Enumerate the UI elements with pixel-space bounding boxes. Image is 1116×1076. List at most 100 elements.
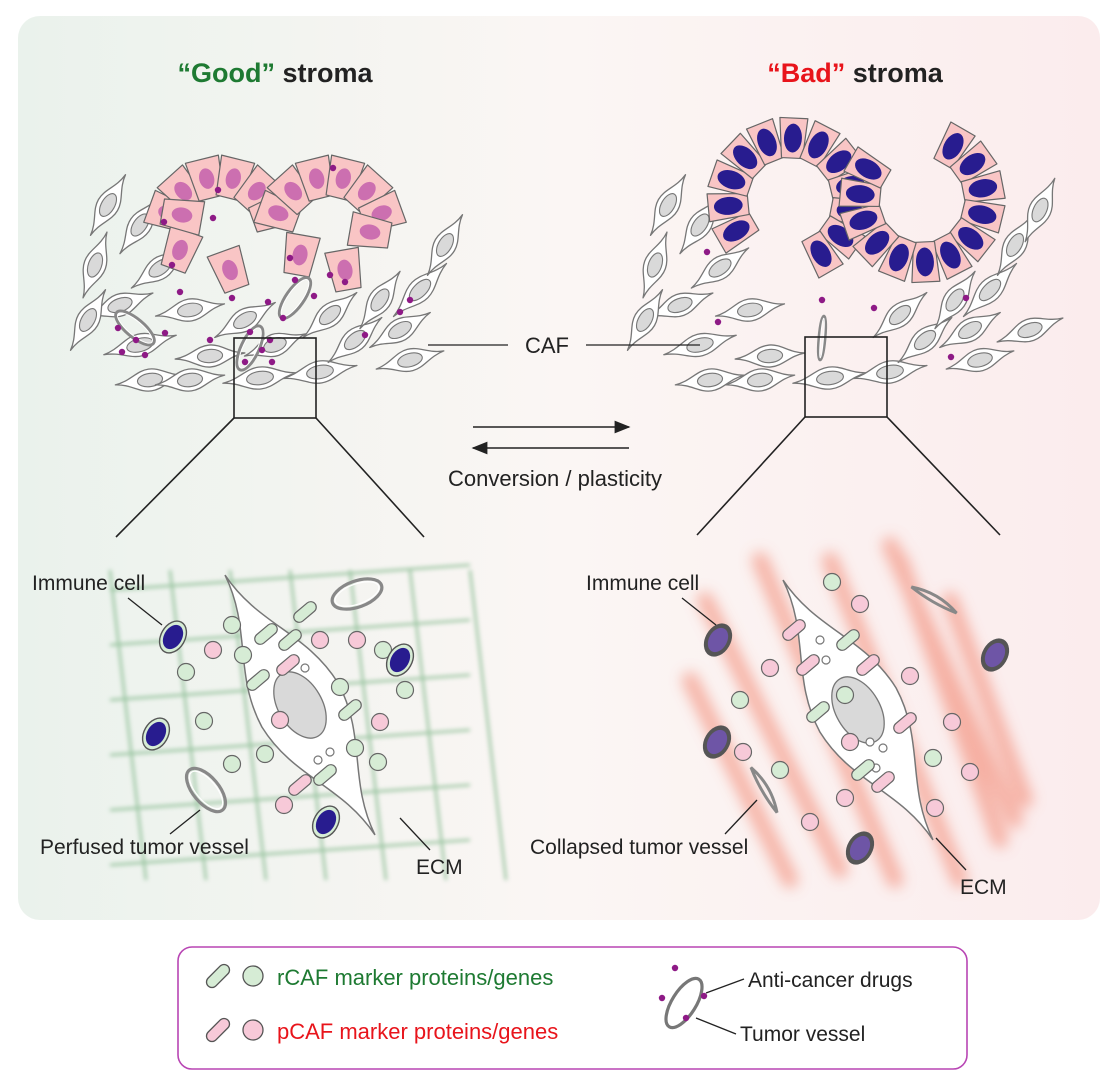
caf-nucleus <box>690 213 710 237</box>
immune-cell-label-left: Immune cell <box>32 572 145 595</box>
drug-dot <box>214 186 222 194</box>
tumor-cell <box>931 231 973 280</box>
vesicle <box>878 743 888 753</box>
zoom-line-left-b <box>315 417 425 538</box>
pcaf-rod <box>782 619 806 641</box>
drug-dot <box>291 276 299 284</box>
immune-cell-nucleus <box>706 729 728 755</box>
tumor-nucleus <box>172 239 188 261</box>
tumor-cell <box>801 230 844 279</box>
rcaf-dot <box>255 744 275 764</box>
caf-cell <box>222 366 298 390</box>
tumor-nucleus <box>958 226 984 250</box>
immune-cell-nucleus <box>849 835 871 861</box>
drug-dot <box>406 296 414 304</box>
caf-cell <box>375 347 445 373</box>
tumor-cell <box>346 211 393 249</box>
immune-cell <box>141 717 171 751</box>
pcaf-dot <box>733 742 753 762</box>
caf-nucleus <box>736 302 764 318</box>
tumor-cell <box>711 211 760 254</box>
caf-cell <box>1024 177 1056 243</box>
pcaf-dot <box>760 658 780 678</box>
rcaf-legend-label: rCAF marker proteins/genes <box>277 965 553 990</box>
rcaf-rod <box>313 764 337 786</box>
drug-dot <box>228 294 236 302</box>
pcaf-dot <box>347 630 367 650</box>
vesicle <box>325 747 335 757</box>
caf-nucleus <box>696 372 724 388</box>
vesicle <box>865 737 875 747</box>
tumor-cell <box>949 140 998 185</box>
drug-dot <box>176 288 184 296</box>
immune-leader-right <box>681 597 717 626</box>
tumor-nucleus <box>335 168 351 189</box>
caf-cell <box>642 231 668 299</box>
drugs-legend-label: Anti-cancer drugs <box>748 969 913 992</box>
immune-cell-nucleus <box>707 627 729 653</box>
pcaf-dot <box>942 712 962 732</box>
zoom-box-right <box>804 336 888 418</box>
ecm-fiber <box>348 569 388 881</box>
caf-cell <box>282 360 358 384</box>
legend-vessel-icon <box>664 976 704 1030</box>
tumor-cell <box>815 137 864 183</box>
bad-stroma-title: “Bad” stroma <box>767 58 944 88</box>
rcaf-dot <box>822 572 842 592</box>
caf-nucleus <box>246 370 274 386</box>
caf-cell <box>302 291 358 339</box>
vesicle <box>313 755 323 765</box>
immune-leader-left <box>127 597 163 626</box>
caf-cell <box>996 317 1064 343</box>
ecm-label-right: ECM <box>960 876 1007 899</box>
tumor-nucleus <box>783 123 802 153</box>
tumor-nucleus <box>940 241 961 269</box>
tumor-nucleus <box>942 133 964 160</box>
caf-nucleus <box>176 372 204 388</box>
drug-dot <box>714 318 722 326</box>
rcaf-dot <box>345 738 365 758</box>
caf-cell <box>174 344 246 368</box>
vessel-leader <box>695 1017 737 1035</box>
tumor-nucleus <box>889 243 909 272</box>
pcaf-rod <box>893 712 917 734</box>
good-stroma-word: stroma <box>275 58 374 88</box>
vessel-wall <box>910 585 958 615</box>
ecm-fiber <box>109 563 471 592</box>
ecm-fiber <box>109 783 471 812</box>
drug-dot <box>258 346 266 354</box>
ecm-label-left: ECM <box>416 856 463 879</box>
caf-nucleus <box>388 320 412 340</box>
caf-nucleus <box>756 348 784 364</box>
drug-dot <box>818 296 826 304</box>
ecm-fiber <box>682 672 798 888</box>
caf-cell <box>934 270 976 330</box>
drug-dot <box>870 304 878 312</box>
rcaf-rod <box>338 699 362 721</box>
tumor-cell <box>159 198 206 236</box>
drug-dot <box>132 336 140 344</box>
rcaf-dot <box>194 711 214 731</box>
ecm-fiber <box>942 592 1033 808</box>
caf-cell <box>962 262 1018 318</box>
immune-cell <box>311 805 341 839</box>
legend: rCAF marker proteins/genes pCAF marker p… <box>177 946 968 1070</box>
immune-cell-nucleus <box>984 642 1006 668</box>
conversion-label: Conversion / plasticity <box>448 466 662 491</box>
tumor-cell <box>283 231 321 278</box>
tumor-nucleus <box>845 185 875 204</box>
caf-cell <box>626 289 664 351</box>
drug-dot <box>209 214 217 222</box>
caf-nucleus <box>1005 233 1025 257</box>
caf-nucleus <box>876 364 904 380</box>
pcaf-dot <box>835 788 855 808</box>
pcaf-dot <box>900 666 920 686</box>
ecm-fiber <box>408 569 448 881</box>
pcaf-dot-icon <box>242 1019 264 1041</box>
caf-nucleus <box>1031 197 1049 223</box>
drug-dot <box>310 292 318 300</box>
immune-cell <box>703 623 733 657</box>
vesicle <box>300 663 310 673</box>
rcaf-dot <box>330 677 350 697</box>
immune-cell-nucleus <box>162 624 184 650</box>
